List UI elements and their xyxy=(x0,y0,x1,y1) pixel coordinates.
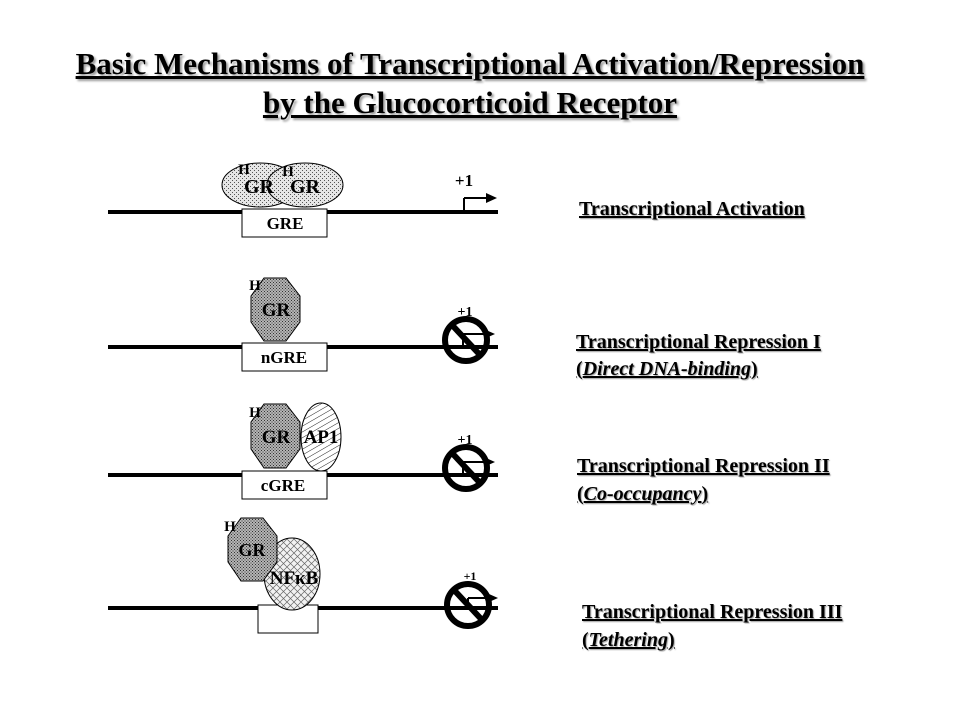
receptor-label: GR xyxy=(244,176,275,198)
caption-repression-1-sub-text: Direct DNA-binding xyxy=(582,358,752,380)
gr-monomer xyxy=(227,517,278,582)
caption-repression-3-sub-text: Tethering xyxy=(588,629,668,651)
receptor-label: GR xyxy=(262,427,291,448)
receptor-label: GR xyxy=(290,176,321,198)
response-element-label: cGRE xyxy=(261,476,305,495)
caption-repression-2-sub-text: Co-occupancy xyxy=(583,483,702,505)
hormone-label: H xyxy=(238,162,250,178)
ap1-factor xyxy=(300,402,342,472)
receptor-label: GR xyxy=(262,300,291,321)
panel-repression-1: nGRE GR H +1 xyxy=(108,277,498,372)
title-line-2: by the Glucocorticoid Receptor xyxy=(262,85,678,120)
caption-repression-1-sub: (Direct DNA-binding) xyxy=(576,358,758,380)
receptor-label: GR xyxy=(239,540,267,560)
start-site-label: +1 xyxy=(464,569,477,583)
caption-repression-2: Transcriptional Repression II xyxy=(577,455,830,477)
panel-activation: GRE GR GR H H +1 xyxy=(108,162,498,238)
response-element-box xyxy=(241,208,328,238)
panel-repression-3: GR NFκB H +1 xyxy=(108,517,498,634)
panel-repression-2: cGRE GR AP1 H +1 xyxy=(108,402,498,500)
hormone-label: H xyxy=(249,405,261,421)
response-element-box xyxy=(241,342,328,372)
caption-repression-3: Transcriptional Repression III xyxy=(582,601,843,623)
hormone-label: H xyxy=(249,278,261,294)
hormone-label: H xyxy=(282,164,294,180)
hormone-label: H xyxy=(224,519,236,535)
response-element-label: GRE xyxy=(267,214,304,233)
partner-label: AP1 xyxy=(304,427,339,448)
caption-repression-1: Transcriptional Repression I xyxy=(576,331,821,353)
no-symbol-icon xyxy=(442,444,490,492)
no-symbol-icon xyxy=(442,316,490,364)
caption-activation: Transcriptional Activation xyxy=(579,198,805,220)
gr-monomer xyxy=(250,277,301,342)
partner-label: NFκB xyxy=(270,568,319,589)
gr-monomer xyxy=(266,162,344,208)
caption-repression-2-sub: (Co-occupancy) xyxy=(577,483,709,505)
response-element-label: nGRE xyxy=(261,348,307,367)
no-symbol-icon xyxy=(444,581,492,629)
caption-repression-3-sub: (Tethering) xyxy=(582,629,675,651)
gr-monomer xyxy=(250,403,301,469)
transcription-start-arrow-icon xyxy=(463,193,497,212)
response-element-box xyxy=(241,470,328,500)
title-line-1: Basic Mechanisms of Transcriptional Acti… xyxy=(75,46,865,81)
start-site-label: +1 xyxy=(455,171,473,190)
